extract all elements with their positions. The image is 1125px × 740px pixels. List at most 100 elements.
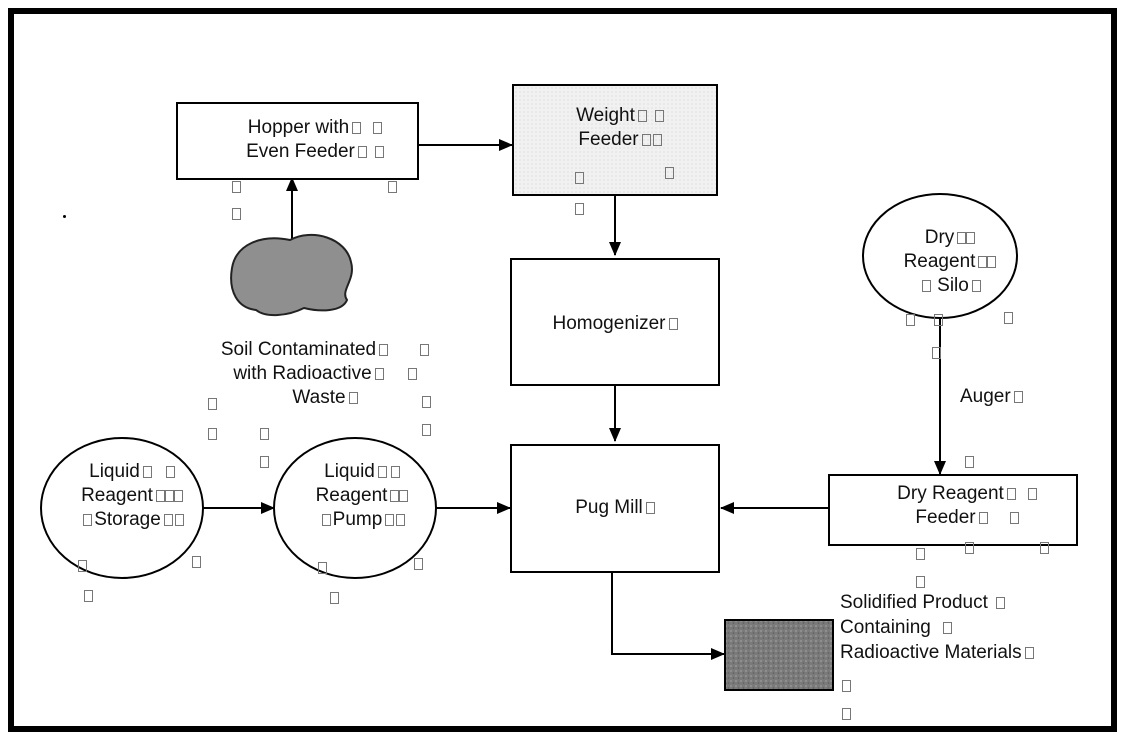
placeholder-glyph: [374, 368, 384, 380]
dry-feeder-line2: Feeder: [915, 507, 976, 528]
weight-feeder-line1: Weight: [576, 105, 635, 126]
placeholder-glyph: [396, 514, 406, 526]
placeholder-glyph: [208, 428, 217, 440]
placeholder-glyph: [422, 396, 431, 408]
placeholder-glyph: [1040, 542, 1049, 554]
placeholder-glyph: [208, 398, 217, 410]
placeholder-glyph: [373, 122, 383, 134]
storage-line1: Liquid: [89, 461, 140, 482]
hopper-line2: Even Feeder: [246, 141, 355, 162]
liquid-reagent-pump-label: Liquid Reagent Pump: [292, 460, 432, 532]
placeholder-glyph: [260, 428, 269, 440]
placeholder-glyph: [916, 576, 925, 588]
placeholder-glyph: [422, 424, 431, 436]
placeholder-glyph: [575, 203, 584, 215]
placeholder-glyph: [192, 556, 201, 568]
solidified-product-block: [724, 619, 834, 691]
placeholder-glyph: [978, 512, 988, 524]
placeholder-glyph: [932, 347, 941, 359]
pump-line2: Reagent: [315, 485, 388, 506]
placeholder-glyph: [173, 490, 183, 502]
soil-label: Soil Contaminated with Radioactive Waste: [180, 338, 470, 410]
silo-line3: Silo: [937, 275, 969, 296]
placeholder-glyph: [84, 590, 93, 602]
placeholder-glyph: [645, 502, 655, 514]
placeholder-glyph: [377, 466, 387, 478]
pug-mill-text: Pug Mill: [575, 497, 643, 518]
silo-line1: Dry: [924, 227, 955, 248]
placeholder-glyph: [668, 318, 678, 330]
placeholder-glyph: [357, 146, 367, 158]
placeholder-glyph: [78, 560, 87, 572]
placeholder-glyph: [842, 680, 851, 692]
placeholder-glyph: [379, 344, 389, 356]
placeholder-glyph: [330, 592, 339, 604]
placeholder-glyph: [352, 122, 362, 134]
placeholder-glyph: [842, 708, 851, 720]
placeholder-glyph: [321, 514, 331, 526]
placeholder-glyph: [966, 232, 976, 244]
hopper-label: Hopper with Even Feeder: [220, 116, 410, 164]
placeholder-glyph: [575, 172, 584, 184]
placeholder-glyph: [1006, 488, 1016, 500]
auger-text: Auger: [960, 386, 1011, 407]
placeholder-glyph: [348, 392, 358, 404]
auger-label: Auger: [960, 384, 1023, 409]
placeholder-glyph: [260, 456, 269, 468]
placeholder-glyph: [174, 514, 184, 526]
contaminated-soil-pile: [230, 233, 353, 316]
hopper-line1: Hopper with: [247, 117, 350, 138]
placeholder-glyph: [390, 490, 400, 502]
placeholder-glyph: [1009, 512, 1019, 524]
placeholder-glyph: [922, 280, 932, 292]
placeholder-glyph: [637, 110, 647, 122]
dry-reagent-feeder-label: Dry Reagent Feeder: [862, 482, 1072, 530]
placeholder-glyph: [1027, 488, 1037, 500]
silo-line2: Reagent: [903, 251, 976, 272]
weight-feeder-box: [512, 84, 718, 196]
placeholder-glyph: [407, 368, 417, 380]
placeholder-glyph: [374, 146, 384, 158]
product-line2: Containing: [840, 617, 931, 638]
placeholder-glyph: [155, 490, 165, 502]
placeholder-glyph: [414, 558, 423, 570]
product-line3: Radioactive Materials: [840, 642, 1022, 663]
placeholder-glyph: [165, 466, 175, 478]
dry-reagent-silo-circle: [862, 193, 1018, 319]
placeholder-glyph: [652, 134, 662, 146]
soil-line3: Waste: [292, 387, 346, 408]
placeholder-glyph: [965, 542, 974, 554]
dry-reagent-feeder-box: [828, 474, 1078, 546]
weight-feeder-label: Weight Feeder: [545, 104, 695, 152]
placeholder-glyph: [987, 256, 997, 268]
placeholder-glyph: [420, 344, 430, 356]
placeholder-glyph: [83, 514, 93, 526]
dry-reagent-silo-label: Dry Reagent Silo: [880, 226, 1020, 298]
pump-line3: Pump: [332, 509, 383, 530]
placeholder-glyph: [142, 466, 152, 478]
placeholder-glyph: [232, 181, 241, 193]
placeholder-glyph: [390, 466, 400, 478]
placeholder-glyph: [232, 208, 241, 220]
homogenizer-text: Homogenizer: [552, 313, 666, 334]
placeholder-glyph: [906, 314, 915, 326]
placeholder-glyph: [164, 490, 174, 502]
placeholder-glyph: [385, 514, 395, 526]
placeholder-glyph: [995, 597, 1005, 609]
soil-line1: Soil Contaminated: [220, 339, 377, 360]
placeholder-glyph: [978, 256, 988, 268]
homogenizer-label: Homogenizer: [510, 312, 720, 336]
placeholder-glyph: [388, 181, 397, 193]
arrow-pug-mill-to-product: [611, 572, 725, 660]
stray-dot: [63, 215, 66, 218]
placeholder-glyph: [1024, 647, 1034, 659]
weight-feeder-line2: Feeder: [578, 129, 639, 150]
placeholder-glyph: [399, 490, 409, 502]
liquid-reagent-storage-label: Liquid Reagent Storage: [62, 460, 202, 532]
product-line1: Solidified Product: [840, 592, 988, 613]
placeholder-glyph: [654, 110, 664, 122]
placeholder-glyph: [942, 622, 952, 634]
liquid-reagent-pump-circle: [273, 437, 437, 579]
placeholder-glyph: [957, 232, 967, 244]
